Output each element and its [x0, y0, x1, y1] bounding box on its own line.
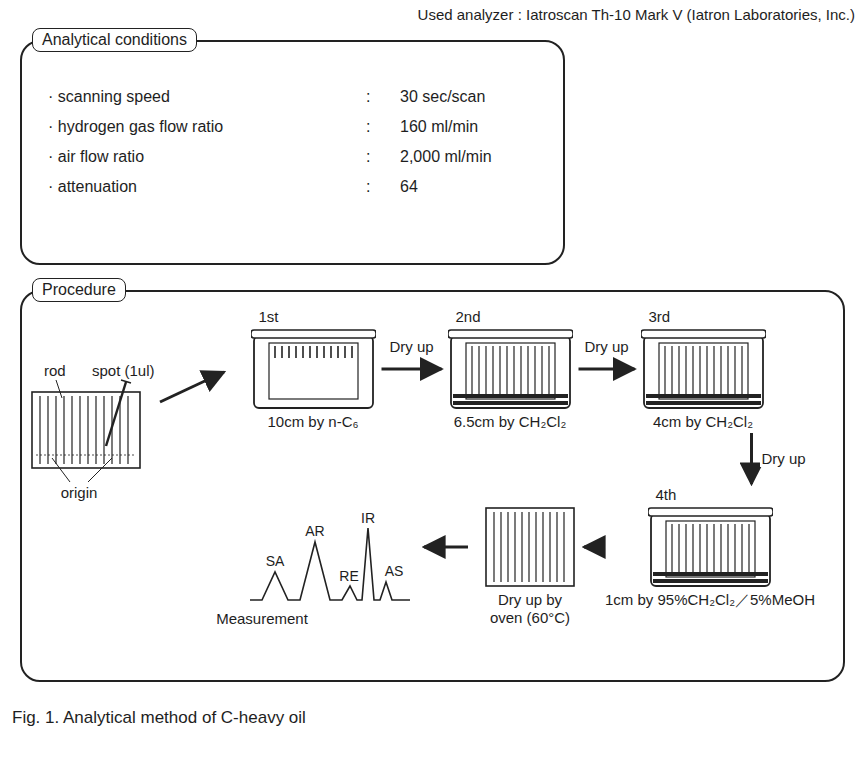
process-arrow	[160, 372, 224, 402]
condition-cell: :	[366, 88, 400, 106]
figure-caption: Fig. 1. Analytical method of C-heavy oil	[12, 708, 306, 728]
step-condition: 1cm by 95%CH₂Cl₂／5%MeOH	[605, 591, 815, 610]
development-tank: 1st 10cm by n-C₆	[251, 308, 376, 430]
step-number: 2nd	[448, 308, 573, 328]
condition-cell: · hydrogen gas flow ratio	[48, 118, 366, 136]
condition-cell: 160 ml/min	[400, 118, 492, 136]
step-condition: 6.5cm by CH₂Cl₂	[448, 413, 573, 430]
step-number: 4th	[648, 486, 773, 506]
panel-heading: Analytical conditions	[32, 28, 197, 52]
condition-cell: :	[366, 118, 400, 136]
tank-drawing	[648, 506, 773, 588]
oven-plate: Dry up by oven (60°C)	[482, 506, 578, 627]
tank-drawing	[641, 328, 766, 410]
conditions-panel: Analytical conditions· scanning speed:30…	[20, 40, 565, 265]
condition-cell: 64	[400, 178, 492, 196]
development-tank: 2nd 6.5cm by CH₂Cl₂	[448, 308, 573, 430]
development-tank: 3rd 4cm by CH₂Cl₂	[641, 308, 766, 430]
plate-drawing	[484, 506, 576, 588]
panel-heading: Procedure	[32, 278, 126, 302]
peak-label: RE	[339, 568, 358, 584]
condition-cell: 2,000 ml/min	[400, 148, 492, 166]
analyzer-note: Used analyzer : Iatroscan Th-10 Mark V (…	[418, 6, 855, 23]
flow-arrow	[382, 368, 442, 371]
conditions-table: · scanning speed:30 sec/scan· hydrogen g…	[48, 88, 492, 196]
tank-drawing	[251, 328, 376, 410]
edge-label: Dry up	[387, 338, 435, 355]
edge-label: Dry up	[582, 338, 630, 355]
condition-cell: · air flow ratio	[48, 148, 366, 166]
micro-syringe	[106, 380, 131, 446]
step-condition: 4cm by CH₂Cl₂	[641, 413, 766, 430]
flow-arrow	[579, 368, 635, 371]
process-arrow	[424, 546, 468, 549]
flow-arrow	[750, 433, 753, 484]
condition-cell: 30 sec/scan	[400, 88, 492, 106]
part-label: Measurement	[216, 610, 308, 627]
step-condition: Dry up by oven (60°C)	[482, 591, 578, 627]
peak-label: IR	[361, 510, 375, 526]
chromatogram	[250, 528, 410, 600]
condition-cell: :	[366, 178, 400, 196]
flow-arrow	[584, 546, 599, 549]
condition-cell: :	[366, 148, 400, 166]
peak-label: SA	[266, 553, 285, 569]
step-number: 3rd	[641, 308, 766, 328]
edge-label: Dry up	[760, 450, 808, 467]
part-label: spot (1ul)	[92, 362, 155, 379]
condition-cell: · attenuation	[48, 178, 366, 196]
peak-label: AR	[305, 523, 324, 539]
part-label: rod	[44, 362, 66, 379]
condition-cell: · scanning speed	[48, 88, 366, 106]
tlc-plate	[32, 392, 140, 468]
part-label: origin	[61, 484, 98, 501]
step-condition: 10cm by n-C₆	[251, 413, 376, 430]
development-tank: 4th 1cm by 95%CH₂Cl₂／5%MeOH	[605, 486, 815, 610]
step-number: 1st	[251, 308, 376, 328]
tank-drawing	[448, 328, 573, 410]
leader-lines	[52, 380, 112, 482]
peak-label: AS	[385, 563, 404, 579]
